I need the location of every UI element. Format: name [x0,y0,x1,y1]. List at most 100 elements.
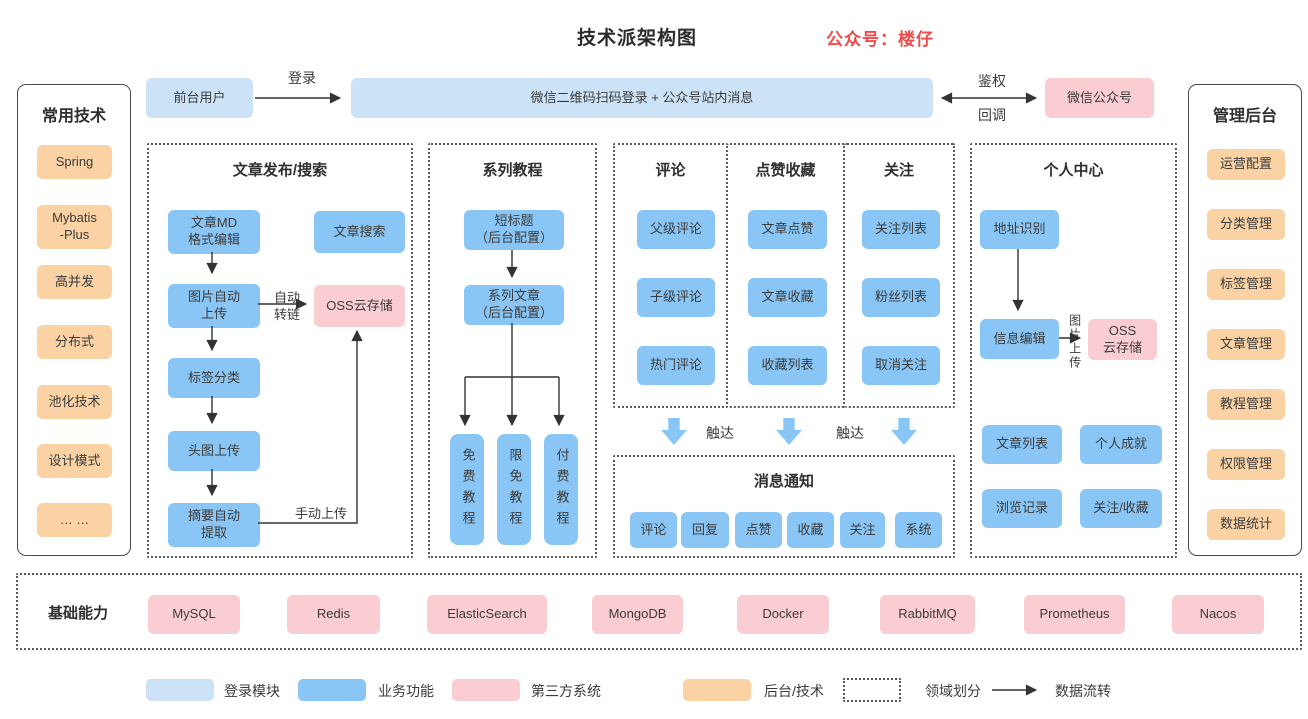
legend-label-business: 业务功能 [378,683,434,699]
reach-arrow-icon [776,418,802,445]
section-title-personal: 个人中心 [1043,162,1104,179]
box-hot-comment: 热门评论 [637,346,715,385]
section-title-tutorial: 系列教程 [482,162,543,179]
section-title-article: 文章发布/搜索 [232,162,328,179]
box-notify-comment: 评论 [630,512,677,548]
admin-item-stats: 数据统计 [1207,509,1285,540]
box-notify-system: 系统 [895,512,942,548]
legend-swatch-third-party [452,679,520,701]
section-title-follow: 关注 [883,162,914,179]
box-notify-like: 点赞 [735,512,782,548]
base-capability-section: 基础能力 MySQL Redis ElasticSearch MongoDB D… [16,573,1302,650]
label-auto-link: 自动 转链 [273,290,300,322]
tech-item-spring: Spring [37,145,112,179]
section-like-favorite: 点赞收藏 文章点赞 文章收藏 收藏列表 [728,143,845,408]
box-short-title: 短标题 （后台配置） [464,210,564,250]
box-limited-free-tutorial: 限免教程 [497,434,531,545]
admin-item-article: 文章管理 [1207,329,1285,360]
box-child-comment: 子级评论 [637,278,715,317]
legend-dotted-swatch [843,678,901,702]
box-notify-favorite: 收藏 [787,512,834,548]
login-label: 登录 [288,70,316,86]
box-unfollow: 取消关注 [862,346,940,385]
box-personal-achievement: 个人成就 [1080,425,1162,464]
reach-arrow-icon [661,418,687,445]
box-personal-oss: OSS 云存储 [1088,319,1157,360]
box-favorite-list: 收藏列表 [748,346,827,385]
box-article-like: 文章点赞 [748,210,827,249]
legend-label-login-module: 登录模块 [224,683,280,699]
wechat-official-box: 微信公众号 [1045,78,1154,118]
tech-item-distributed: 分布式 [37,325,112,359]
box-paid-tutorial: 付费教程 [544,434,578,545]
box-image-auto-upload: 图片自动 上传 [168,284,260,328]
legend-swatch-business [298,679,366,701]
wechat-login-banner: 微信二维码扫码登录 + 公众号站内消息 [351,78,933,118]
base-capability-title: 基础能力 [47,604,108,622]
common-tech-title: 常用技术 [41,108,106,125]
box-summary-extract: 摘要自动 提取 [168,503,260,547]
wechat-account-badge: 公众号：楼仔 [826,30,934,49]
box-info-edit: 信息编辑 [980,319,1059,359]
box-head-image-upload: 头图上传 [168,431,260,471]
reach-label: 触达 [836,425,864,441]
label-image-upload: 图片上传 [1067,314,1082,370]
box-address-recognition: 地址识别 [980,210,1059,249]
section-article-publish-search: 文章发布/搜索 文章MD 格式编辑 文章搜索 图片自动 上传 自动 转链 OSS… [147,143,413,558]
box-article-list: 文章列表 [982,425,1062,464]
reach-label: 触达 [706,425,734,441]
callback-label: 回调 [978,107,1006,123]
box-series-article: 系列文章 （后台配置） [464,285,564,325]
section-title-like: 点赞收藏 [755,162,816,179]
legend-swatch-login-module [146,679,214,701]
reach-arrow-icon [891,418,917,445]
admin-panel-title: 管理后台 [1212,108,1277,125]
tech-item-pooling: 池化技术 [37,385,112,419]
section-follow: 关注 关注列表 粉丝列表 取消关注 [845,143,955,408]
tech-item-design-pattern: 设计模式 [37,444,112,478]
legend-label-data-flow: 数据流转 [1055,683,1111,699]
base-item-nacos: Nacos [1172,595,1264,634]
section-series-tutorial: 系列教程 短标题 （后台配置） 系列文章 （后台配置） 免费教程 限免教程 付费… [428,143,597,558]
box-fans-list: 粉丝列表 [862,278,940,317]
section-title-notify: 消息通知 [753,473,814,490]
box-follow-favorite: 关注/收藏 [1080,489,1162,528]
box-free-tutorial: 免费教程 [450,434,484,545]
admin-item-operation: 运营配置 [1207,149,1285,180]
common-tech-panel: 常用技术 Spring Mybatis -Plus 高并发 分布式 池化技术 设… [17,84,131,556]
section-message-notify: 消息通知 评论 回复 点赞 收藏 关注 系统 [613,455,955,558]
base-item-docker: Docker [737,595,829,634]
legend-label-third-party: 第三方系统 [531,683,601,699]
box-oss-storage: OSS云存储 [314,285,405,327]
base-item-prometheus: Prometheus [1024,595,1125,634]
base-item-mysql: MySQL [148,595,240,634]
box-browse-history: 浏览记录 [982,489,1062,528]
base-item-redis: Redis [287,595,380,634]
box-parent-comment: 父级评论 [637,210,715,249]
box-article-favorite: 文章收藏 [748,278,827,317]
box-article-search: 文章搜索 [314,211,405,253]
box-tag-classify: 标签分类 [168,358,260,398]
admin-item-tutorial: 教程管理 [1207,389,1285,420]
section-comment: 评论 父级评论 子级评论 热门评论 [613,143,728,408]
auth-label: 鉴权 [978,73,1006,89]
tech-item-mybatis-plus: Mybatis -Plus [37,205,112,249]
admin-panel: 管理后台 运营配置 分类管理 标签管理 文章管理 教程管理 权限管理 数据统计 [1188,84,1302,556]
page-title: 技术派架构图 [577,28,698,49]
legend-label-backend-tech: 后台/技术 [764,683,824,699]
box-notify-follow: 关注 [840,512,885,548]
base-item-rabbitmq: RabbitMQ [880,595,975,634]
tech-item-high-concurrency: 高并发 [37,265,112,299]
admin-item-tag: 标签管理 [1207,269,1285,300]
base-item-elasticsearch: ElasticSearch [427,595,547,634]
legend-label-domain-divide: 领域划分 [925,683,981,699]
box-notify-reply: 回复 [681,512,729,548]
legend-swatch-backend-tech [683,679,751,701]
section-personal-center: 个人中心 地址识别 信息编辑 图片上传 OSS 云存储 文章列表 个人成就 浏览… [970,143,1177,558]
admin-item-category: 分类管理 [1207,209,1285,240]
base-item-mongodb: MongoDB [592,595,683,634]
admin-item-permission: 权限管理 [1207,449,1285,480]
section-title-comment: 评论 [655,162,686,179]
tech-item-more: … … [37,503,112,537]
